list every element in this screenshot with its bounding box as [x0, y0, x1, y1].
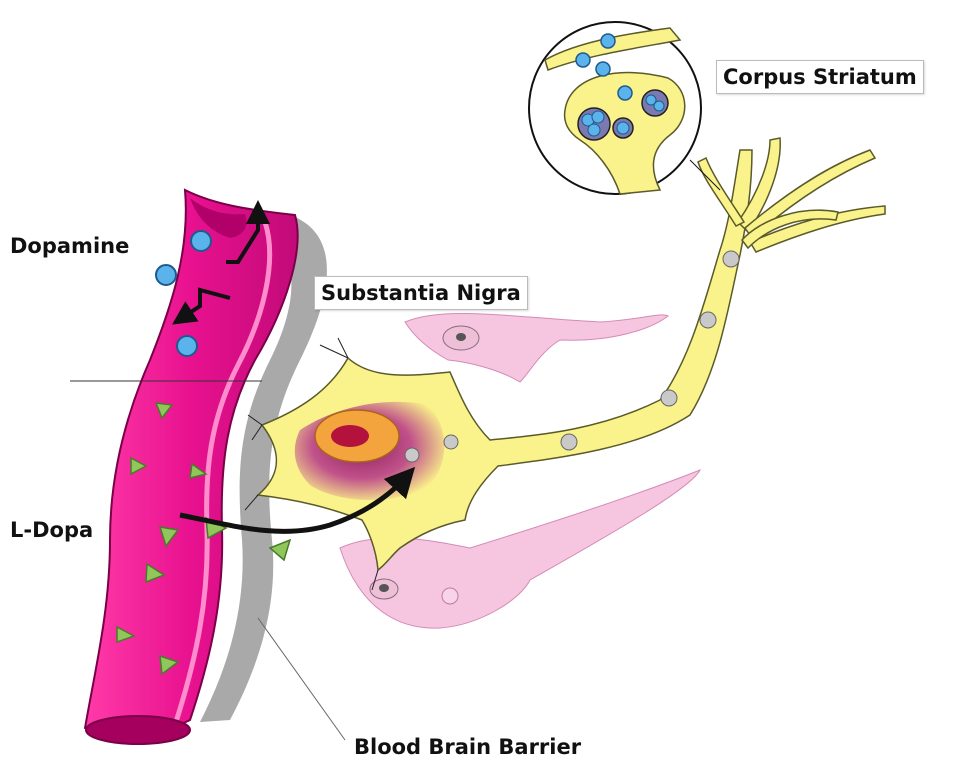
blood-brain-barrier-label: Blood Brain Barrier — [354, 735, 581, 759]
dopamine-label: Dopamine — [10, 234, 129, 258]
synapse-magnifier — [529, 22, 720, 194]
substantia-nigra-label: Substantia Nigra — [314, 276, 528, 310]
corpus-striatum-label: Corpus Striatum — [716, 60, 924, 94]
l-dopa-label: L-Dopa — [10, 518, 93, 542]
upper-glial-cell — [405, 313, 668, 382]
barrier-leader-line — [258, 618, 345, 740]
